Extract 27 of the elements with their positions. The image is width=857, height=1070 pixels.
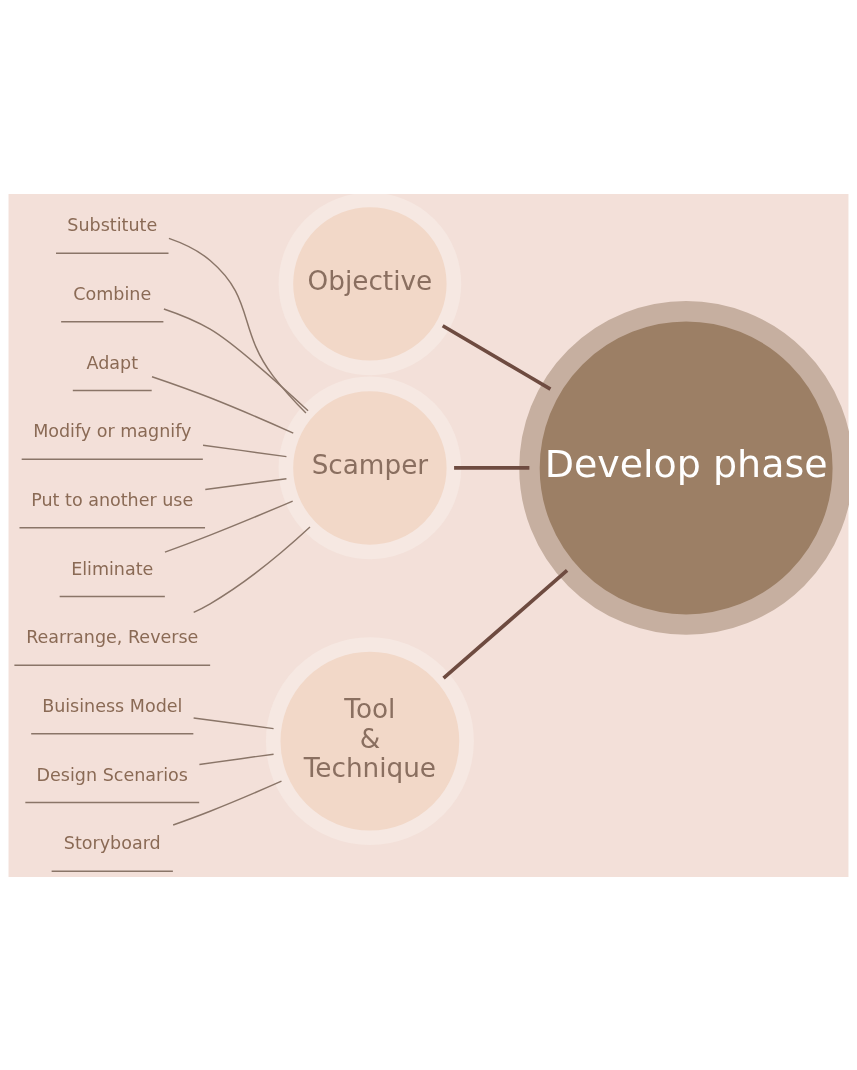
node-text: Buisiness Model — [42, 695, 183, 716]
connector — [168, 237, 307, 414]
node-circle: Scamper — [278, 376, 462, 559]
node-text: Storyboard — [63, 832, 161, 853]
connector — [198, 752, 275, 765]
connector — [192, 525, 311, 613]
connector — [164, 499, 294, 553]
connector — [172, 779, 283, 826]
node-circle: Develop phase — [519, 300, 849, 635]
node-text: Put to another use — [31, 489, 194, 510]
node-text: Modify or magnify — [33, 420, 192, 441]
node-text: Adapt — [86, 352, 139, 373]
node-circle: Objective — [278, 193, 462, 375]
node-text: Rearrange, Reverse — [26, 626, 199, 647]
node-text: Eliminate — [71, 558, 154, 579]
connector — [442, 568, 569, 680]
node-text: Combine — [73, 283, 152, 304]
node-circle: Tool & Technique — [265, 636, 474, 845]
node-text: Design Scenarios — [36, 764, 188, 785]
node-text: Substitute — [67, 214, 158, 235]
connector — [163, 307, 309, 411]
connector — [441, 323, 552, 391]
connector — [202, 443, 288, 457]
connector — [151, 375, 294, 434]
connector — [192, 716, 275, 729]
connector — [454, 465, 530, 470]
connector — [204, 477, 288, 490]
